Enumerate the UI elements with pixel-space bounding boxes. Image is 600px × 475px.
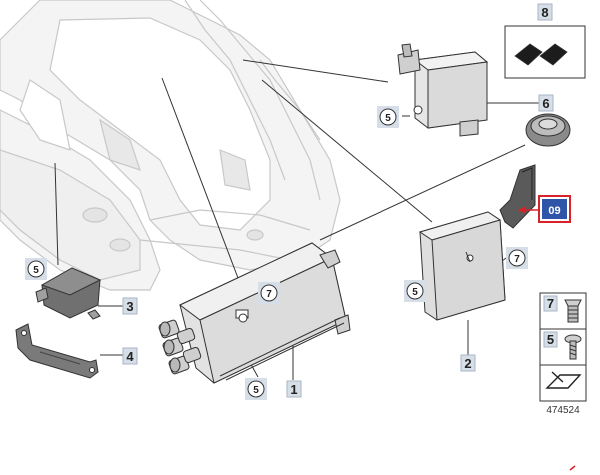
part-8-box [504,25,586,79]
adhesive-pads-part [514,43,568,66]
part-number-3: 3 [126,299,133,314]
part-number-6: 6 [542,96,549,111]
part-label-3: 3 [122,297,138,315]
antenna-module-part [418,211,506,321]
part-number-1: 1 [290,382,297,397]
callout-screw-6: 5 [377,106,399,128]
diagram-number: 474524 [546,405,580,416]
antenna-bracket-part [499,164,536,229]
part-label-1: 1 [286,380,302,398]
callout-screw-1: 5 [245,378,267,400]
reference-label[interactable]: 09 [538,195,571,223]
callout-nut-2: 7 [506,247,528,269]
callout-number: 5 [253,385,259,396]
callout-number: 5 [33,265,39,276]
part-number-4: 4 [126,349,134,364]
callout-nut-1: 7 [258,282,280,304]
vehicle-body-frame [0,0,341,291]
antenna-cap-part [525,113,571,147]
callout-number: 5 [385,113,391,124]
part-number-2: 2 [464,356,471,371]
legend-nut-number: 7 [547,296,554,311]
callout-number: 7 [266,289,272,300]
antenna-amplifier-part [397,43,489,137]
reference-number: 09 [548,205,560,217]
callout-screw-3: 5 [25,258,47,280]
part-label-6: 6 [538,94,554,112]
sensor-part [35,267,102,320]
reference-arrow [518,206,538,214]
screw-icon [564,334,582,360]
mounting-bracket-part [15,323,99,379]
part-label-2: 2 [460,354,476,372]
telematics-control-unit-part [158,242,351,384]
callout-screw-2: 5 [404,280,426,302]
legend-screw-number: 5 [547,332,554,347]
part-number-8: 8 [541,5,548,20]
hardware-legend: 7 5 [539,292,587,402]
edge-mark [569,465,576,471]
nut-icon [564,299,582,323]
part-label-8: 8 [537,3,553,21]
callout-number: 5 [412,287,418,298]
callout-number: 7 [514,254,520,265]
part-label-4: 4 [122,347,138,365]
direction-icon [545,371,582,389]
